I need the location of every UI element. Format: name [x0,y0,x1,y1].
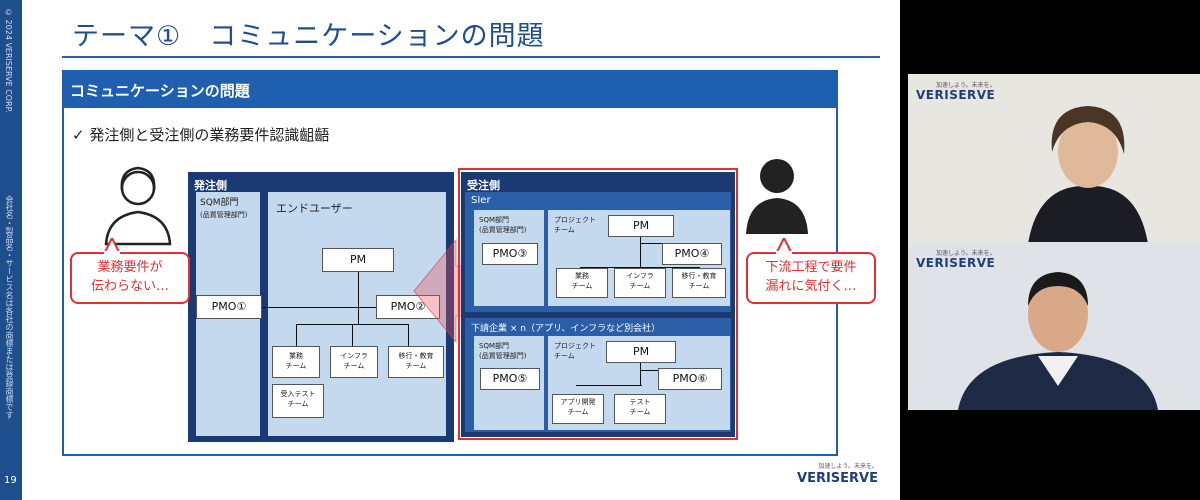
bubble-tail-icon [774,238,794,254]
connector [640,370,658,371]
panel-header: コミュニケーションの問題 [64,72,836,108]
page-number: 19 [4,475,17,486]
participant1-tagline: 加速しよう。未来を。 [936,82,996,89]
receiving-side-frame [458,168,738,440]
connector [408,324,409,346]
check-icon: ✓ [72,126,85,144]
sub-team-box: アプリ開発 チーム [552,394,604,424]
sqm-label: SQM部門 [200,198,239,208]
sier-sqm-label: SQM部門 [479,216,509,224]
trademark-note: 会社名・製品名・サービス名は各社の商標または登録商標です [5,195,14,419]
receiving-side-title: 受注側 [467,179,500,192]
connector [640,363,641,385]
participant1-avatar [1028,106,1148,242]
client-team-box: 移行・教育 チーム [388,346,444,378]
sub-sqm-label: SQM部門 [479,342,509,350]
participant1-logo: VERISERVE [916,88,996,102]
right-speech-bubble: 下流工程で要件 漏れに気付く… [746,252,876,304]
contractor-person-icon [746,159,808,234]
client-person-icon [104,166,172,246]
connector [640,237,641,267]
sier-project-label: プロジェクト チーム [554,216,596,234]
connector [358,272,359,324]
checkpoint: ✓ 発注側と受注側の業務要件認識齟齬 [72,124,329,145]
subcontractor-title: 下請企業 × n（アプリ、インフラなど別会社） [471,324,661,334]
client-team-box: インフラ チーム [330,346,378,378]
title-underline [62,56,880,58]
sier-team-box: インフラ チーム [614,268,666,298]
ordering-side-title: 発注側 [194,179,227,192]
slide-title: テーマ① コミュニケーションの問題 [72,21,545,52]
sqm-sub: (品質管理部門) [200,211,248,219]
pmo2-box: PMO② [376,295,440,319]
presentation-slide: © 2024 VERISERVE CORP. 会社名・製品名・サービス名は各社の… [0,0,900,500]
participant-video-2[interactable]: 加速しよう。未来を。 VERISERVE [908,242,1200,410]
participant2-avatar [958,272,1158,410]
footer-tagline: 加速しよう。未来を。 [818,463,878,470]
sier-label: SIer [471,195,491,206]
pmo4-box: PMO④ [662,243,722,265]
slide-side-bar: © 2024 VERISERVE CORP. 会社名・製品名・サービス名は各社の… [0,0,22,500]
footer-logo: VERISERVE [797,471,878,486]
sub-project-label: プロジェクト チーム [554,342,596,360]
bubble-tail-icon [102,238,122,254]
acceptance-test-team-box: 受入テスト チーム [272,384,324,418]
pmo5-box: PMO⑤ [480,368,540,390]
sub-team-box: テスト チーム [614,394,666,424]
connector [352,324,353,346]
connector [580,267,700,268]
copyright-text: © 2024 VERISERVE CORP. [4,8,13,113]
sier-pm-box: PM [608,215,674,237]
enduser-label: エンドユーザー [276,202,353,215]
participant2-tagline: 加速しよう。未来を。 [936,250,996,257]
sub-pm-box: PM [606,341,676,363]
pmo3-box: PMO③ [482,243,538,265]
sub-sqm-sub: (品質管理部門) [479,352,527,360]
sier-sqm-sub: (品質管理部門) [479,226,527,234]
pmo1-box: PMO① [196,295,262,319]
check-text: 発注側と受注側の業務要件認識齟齬 [89,126,330,144]
participant2-logo: VERISERVE [916,256,996,270]
connector [262,307,376,308]
connector [640,243,662,244]
connector [296,324,297,346]
left-speech-bubble: 業務要件が 伝わらない… [70,252,190,304]
connector [576,385,642,386]
client-team-box: 業務 チーム [272,346,320,378]
sier-team-box: 移行・教育 チーム [672,268,726,298]
pmo6-box: PMO⑥ [658,368,722,390]
participant-video-1[interactable]: 加速しよう。未来を。 VERISERVE [908,74,1200,242]
client-pm-box: PM [322,248,394,272]
sier-team-box: 業務 チーム [556,268,608,298]
